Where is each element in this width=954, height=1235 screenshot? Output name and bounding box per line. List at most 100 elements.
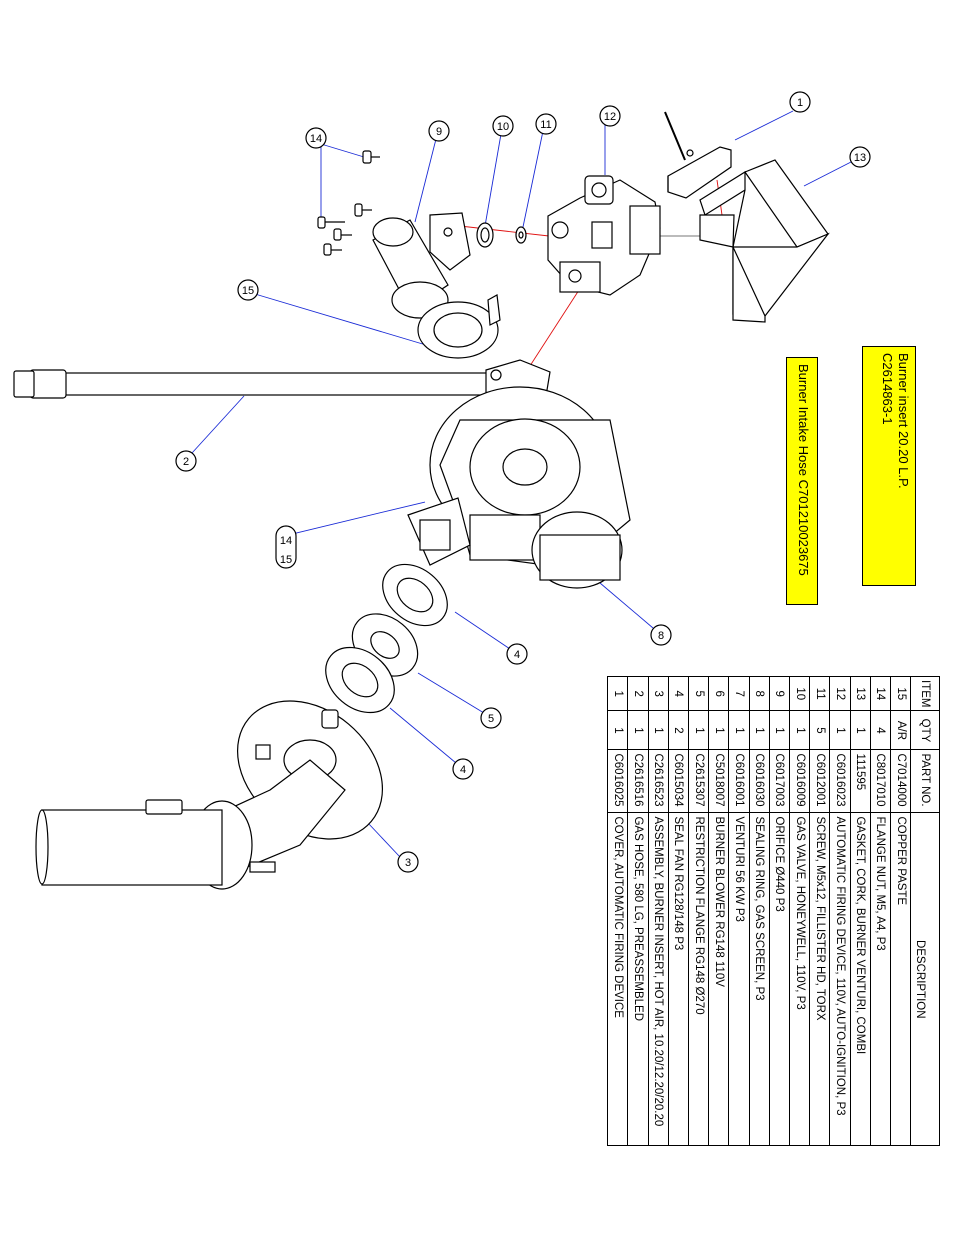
part-number-cell: C2615307 [688, 749, 709, 813]
part-number-cell: C6016023 [829, 749, 851, 813]
callout-7: 9 [428, 120, 450, 142]
part-number-cell: C5018007 [708, 749, 729, 813]
gas-hose [13, 359, 551, 405]
svg-text:14: 14 [280, 535, 292, 547]
qty-cell: 1 [648, 710, 669, 750]
part-number-cell: C6016009 [789, 749, 810, 813]
qty-cell: 1 [607, 710, 628, 750]
callout-11: 14 [305, 127, 327, 149]
callout-9: 11 [535, 113, 557, 135]
qty-cell: 1 [728, 710, 750, 750]
part-number-cell: C7014000 [890, 749, 911, 813]
intake-hose-text: Burner Intake Hose C701210023675 [796, 364, 811, 576]
svg-text:5: 5 [488, 713, 494, 725]
cover-automatic-firing-device [664, 111, 732, 199]
description-cell: RESTRICTION FLANGE RG148 Ø270 [688, 812, 709, 1146]
callout-4b: 4 [452, 758, 474, 780]
automatic-firing-device [699, 159, 830, 323]
burner-insert-label: Burner insert 20.20 L.P. C2614863-1 [862, 346, 916, 586]
qty-cell: 1 [688, 710, 709, 750]
description-cell: AUTOMATIC FIRING DEVICE, 110V, AUTO-IGNI… [829, 812, 851, 1146]
callout-3: 3 [397, 851, 419, 873]
header-part-no: PART NO. [910, 749, 940, 813]
qty-cell: 1 [708, 710, 729, 750]
description-cell: COVER, AUTOMATIC FIRING DEVICE [607, 812, 628, 1146]
part-number-cell: C6016001 [728, 749, 750, 813]
burner-insert-title: Burner insert 20.20 L.P. [896, 353, 911, 489]
svg-text:11: 11 [540, 119, 551, 131]
part-number-cell: C2616516 [627, 749, 649, 813]
qty-cell: 1 [850, 710, 871, 750]
svg-text:14: 14 [310, 133, 322, 145]
description-cell: GAS VALVE, HONEYWELL, 110V, P3 [789, 812, 810, 1146]
part-number-cell: C6016030 [749, 749, 770, 813]
item-cell: 10 [789, 676, 810, 711]
svg-text:8: 8 [658, 630, 664, 642]
header-item: ITEM [910, 676, 940, 711]
seal-fan-2 [325, 646, 395, 714]
svg-text:12: 12 [604, 111, 616, 123]
item-cell: 14 [870, 676, 891, 711]
part-number-cell: C6012001 [809, 749, 830, 813]
callout-1: 1 [789, 91, 811, 113]
description-cell: SEALING RING, GAS SCREEN, P3 [749, 812, 770, 1146]
svg-text:15: 15 [280, 554, 292, 566]
callout-8: 10 [492, 115, 514, 137]
part-number-cell: C6017003 [769, 749, 790, 813]
svg-text:9: 9 [436, 126, 442, 138]
gas-valve [547, 175, 661, 296]
callout-10: 12 [599, 105, 621, 127]
svg-text:13: 13 [854, 152, 866, 164]
burner-insert-assembly [35, 700, 384, 890]
svg-text:4: 4 [514, 649, 520, 661]
description-cell: VENTURI 56 KW P3 [728, 812, 750, 1146]
intake-hose-label: Burner Intake Hose C701210023675 [786, 357, 818, 605]
item-cell: 6 [708, 676, 729, 711]
description-cell: SEAL FAN RG128/148 P3 [668, 812, 689, 1146]
qty-cell: 1 [749, 710, 770, 750]
item-cell: 5 [688, 676, 709, 711]
svg-text:1: 1 [797, 97, 803, 109]
item-cell: 8 [749, 676, 770, 711]
svg-text:3: 3 [405, 857, 411, 869]
item-cell: 1 [607, 676, 628, 711]
part-number-cell: C6016025 [607, 749, 628, 813]
callout-6: 8 [650, 624, 672, 646]
description-cell: SCREW, M5x12, FILLISTER HD, TORX [809, 812, 830, 1146]
svg-text:4: 4 [460, 764, 466, 776]
callout-13: 15 [237, 279, 259, 301]
svg-text:15: 15 [242, 285, 254, 297]
part-number-cell: C6015034 [668, 749, 689, 813]
qty-cell: A/R [890, 710, 911, 750]
header-description: DESCRIPTION [910, 812, 940, 1146]
item-cell: 9 [769, 676, 790, 711]
description-cell: ORIFICE Ø440 P3 [769, 812, 790, 1146]
qty-cell: 2 [668, 710, 689, 750]
description-cell: GASKET, CORK, BURNER VENTURI, COMBI [850, 812, 871, 1146]
callout-2: 2 [175, 450, 197, 472]
part-number-cell: C2616523 [648, 749, 669, 813]
qty-cell: 1 [769, 710, 790, 750]
callout-5: 5 [480, 707, 502, 729]
item-cell: 11 [809, 676, 830, 711]
qty-cell: 1 [627, 710, 649, 750]
burner-insert-partno: C2614863-1 [880, 353, 895, 425]
callout-12: 13 [849, 146, 871, 168]
venturi [372, 212, 471, 319]
qty-cell: 4 [870, 710, 891, 750]
item-cell: 15 [890, 676, 911, 711]
item-cell: 4 [668, 676, 689, 711]
